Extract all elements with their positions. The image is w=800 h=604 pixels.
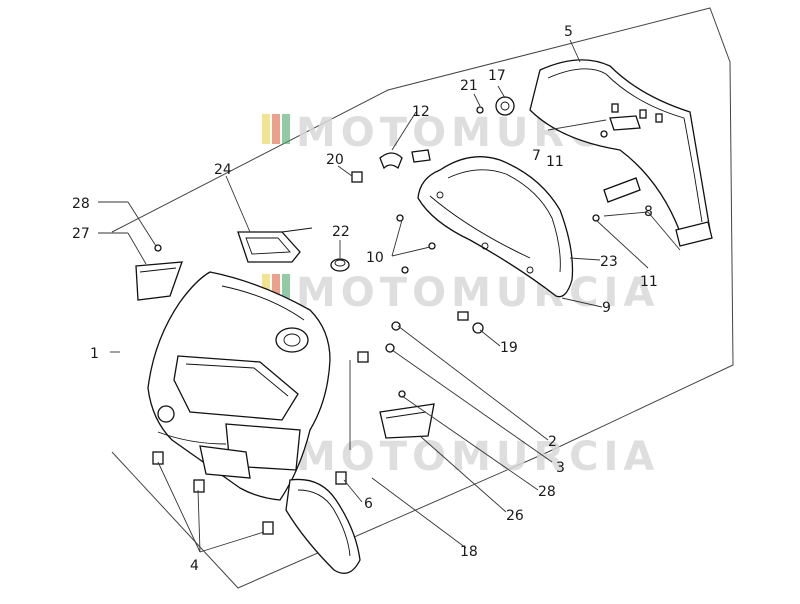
label-part-6: 6 [364,496,373,512]
part-28-screw-a [154,244,162,252]
part-20-nut [351,171,363,183]
leader-lines [98,39,681,553]
label-part-23: 23 [600,254,618,270]
part-number-labels: 5 17 21 12 7 11 20 24 28 27 22 10 8 23 1… [72,24,658,574]
watermark-bottom: MOTOMURCIA [262,434,659,480]
part-22-grommet [330,258,350,272]
watermark-middle: MOTOMURCIA [262,270,659,316]
label-part-9: 9 [602,300,611,316]
part-27-tray [135,261,183,301]
part-7-bracket [609,115,641,131]
part-bracket-small [457,311,469,321]
small-hardware [281,130,608,398]
label-part-19: 19 [500,340,518,356]
part-10-screw-a [396,214,404,222]
part-18-pocket [285,478,361,574]
part-24-cover [237,231,301,263]
assembly-frame [111,7,734,589]
part-2-screw [391,321,401,331]
part-10-screw-b [428,242,436,250]
part-21-screw [476,106,484,114]
part-1-leg-shield [147,271,331,501]
part-11-screw-b [600,130,608,138]
part-12-clip [379,149,431,170]
label-part-5: 5 [564,24,573,40]
label-part-2: 2 [548,434,557,450]
label-part-18: 18 [460,544,478,560]
label-part-20: 20 [326,152,344,168]
part-10-screw-c [401,266,409,274]
part-6-clip [335,471,347,485]
label-part-4: 4 [190,558,199,574]
label-part-24: 24 [214,162,232,178]
part-28-screw-b [398,390,406,398]
part-17-cap [495,96,515,116]
part-clip-middle [357,351,369,363]
label-part-26: 26 [506,508,524,524]
label-part-27: 27 [72,226,90,242]
label-part-8: 8 [644,204,653,220]
label-part-28-left: 28 [72,196,90,212]
label-part-11-upper: 11 [546,154,564,170]
label-part-3: 3 [556,460,565,476]
part-5-upper-shield [529,59,713,247]
label-part-11-right: 11 [640,274,658,290]
label-part-17: 17 [488,68,506,84]
part-4-clips [152,451,274,535]
watermark-text-bottom: MOTOMURCIA [296,434,659,480]
label-part-21: 21 [460,78,478,94]
label-part-28-right: 28 [538,484,556,500]
label-part-1: 1 [90,346,99,362]
part-26-tray [379,403,435,439]
label-part-7: 7 [532,148,541,164]
watermark-text-middle: MOTOMURCIA [296,270,659,316]
part-24-screw [281,227,313,233]
part-23-inner-panel [417,156,574,298]
label-part-10: 10 [366,250,384,266]
label-part-22: 22 [332,224,350,240]
part-11-screw-a [592,214,600,222]
label-part-12: 12 [412,104,430,120]
